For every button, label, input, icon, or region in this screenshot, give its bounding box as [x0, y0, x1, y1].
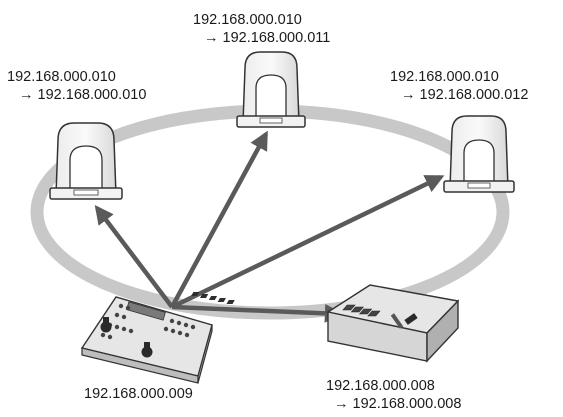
camera-center-icon [236, 51, 306, 128]
switcher-ip-after: → 192.168.000.008 [334, 396, 462, 412]
controller-icon [80, 296, 213, 384]
arrow-to-camera-center [170, 130, 268, 309]
camera-center-ip-after: → 192.168.000.011 [204, 30, 331, 46]
switcher-icon [191, 284, 460, 363]
controller-ip-label: 192.168.000.009 [84, 385, 193, 403]
camera-left-ip-after: → 192.168.000.010 [19, 87, 147, 103]
camera-center-ip-label: 192.168.000.010 → 192.168.000.011 [193, 11, 330, 47]
switcher-ip-label: 192.168.000.008 → 192.168.000.008 [326, 377, 461, 413]
arrow-to-camera-left [94, 204, 174, 309]
camera-left-ip-before: 192.168.000.010 [7, 69, 116, 85]
camera-right-ip-label: 192.168.000.010 → 192.168.000.012 [390, 68, 528, 104]
camera-right-icon [443, 115, 515, 193]
arrow-to-camera-right [171, 174, 445, 310]
camera-left-ip-label: 192.168.000.010 → 192.168.000.010 [7, 68, 146, 104]
camera-right-ip-after: → 192.168.000.012 [401, 87, 529, 103]
camera-left-icon [49, 122, 123, 200]
camera-center-ip-before: 192.168.000.010 [193, 12, 302, 28]
switcher-ip-before: 192.168.000.008 [326, 378, 435, 394]
camera-right-ip-before: 192.168.000.010 [390, 69, 499, 85]
arrow-to-switcher [171, 303, 344, 323]
connection-arrows [94, 130, 445, 323]
controller-ip: 192.168.000.009 [84, 386, 193, 402]
